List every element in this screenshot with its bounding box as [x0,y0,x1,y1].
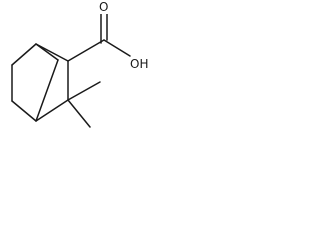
molecule-structure [11,11,131,128]
bond-c7-methyl-1 [67,81,101,101]
bond-c8-carboxyl [67,39,105,62]
bond-c5-c7 [35,99,69,122]
hydroxyl-label: OH [130,57,149,71]
bond-c7-methyl-2 [67,99,91,128]
bond-carboxyl-hydroxyl [103,39,131,57]
carbonyl-oxygen-label: O [99,0,109,14]
bond-c2-c3 [11,43,37,66]
bond-c2-c10 [35,43,59,61]
bond-c10-c5 [35,59,59,122]
bond-c4-c5 [11,100,37,122]
bond-c2-c8 [35,43,69,62]
